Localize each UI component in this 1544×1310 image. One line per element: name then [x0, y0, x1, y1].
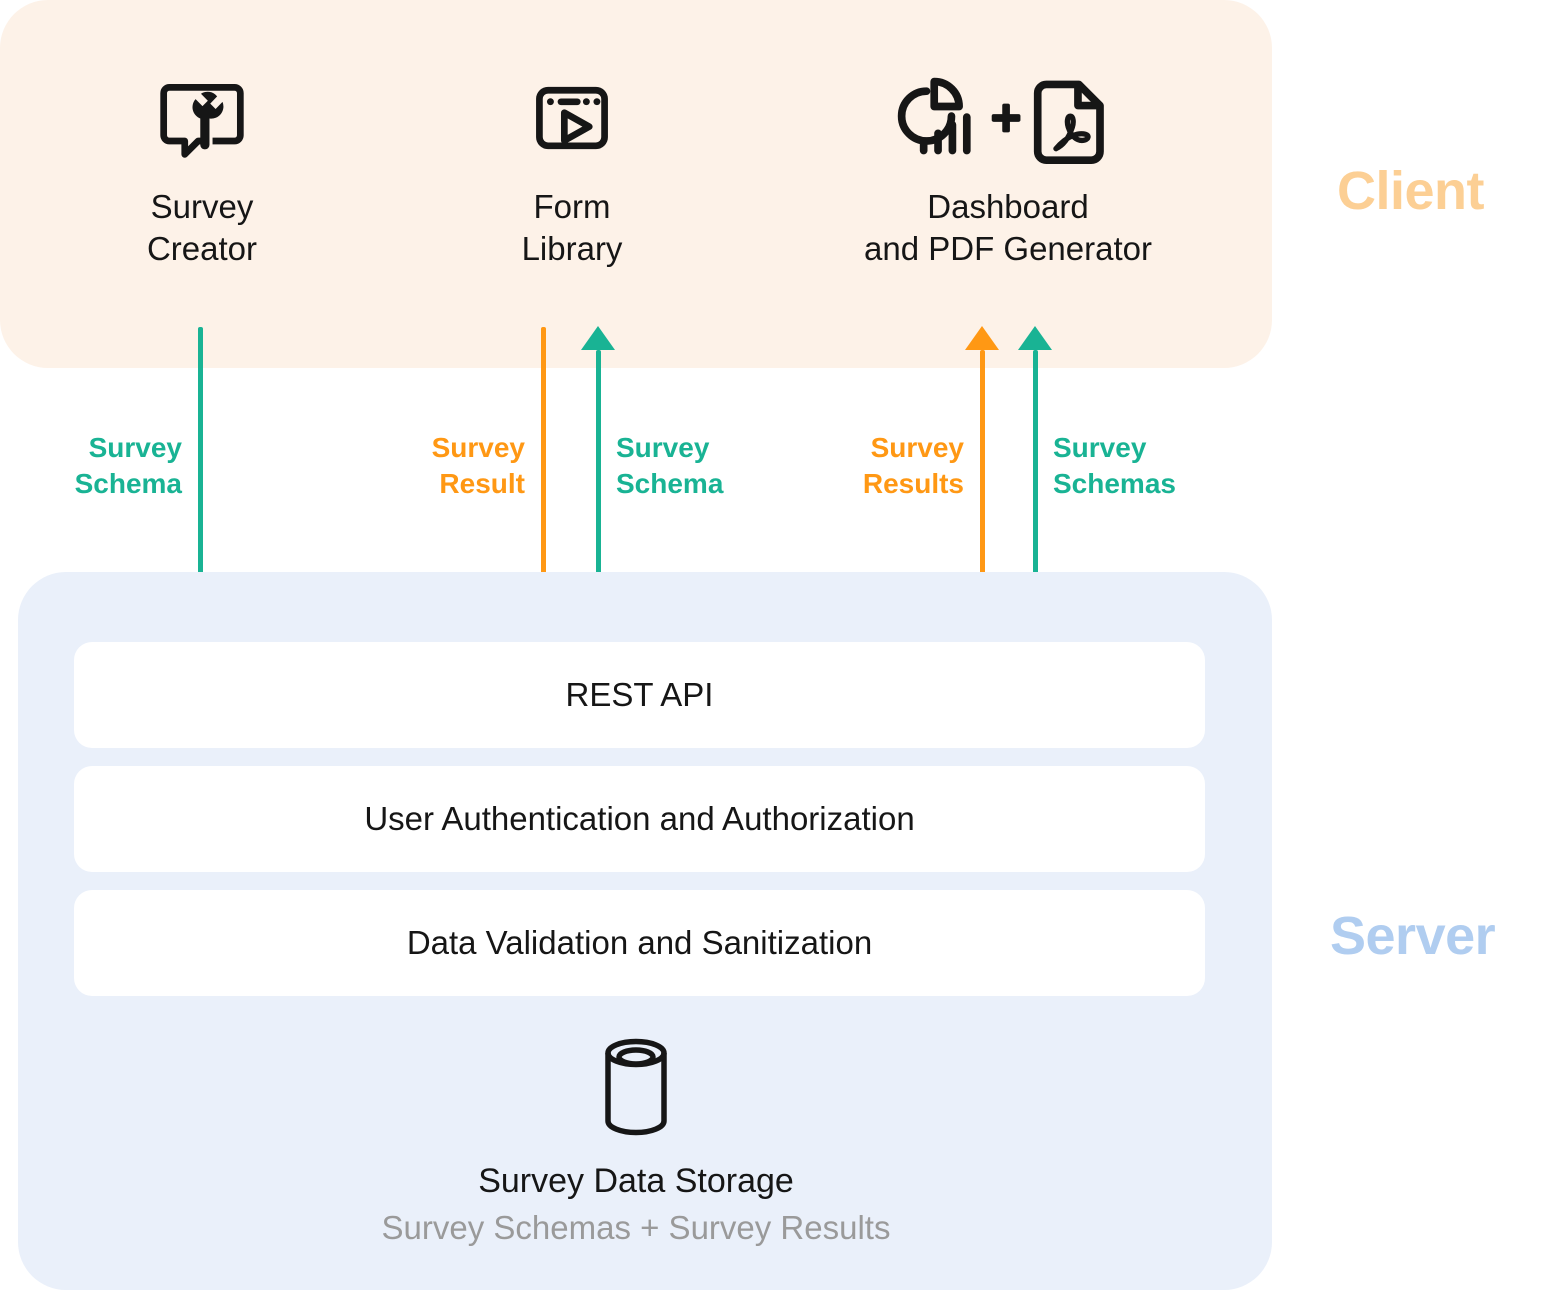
flow-label-formlib-schema: Survey Schema — [616, 432, 724, 499]
client-node-survey-creator[interactable]: Survey Creator — [62, 72, 342, 270]
server-layer-rest-api[interactable]: REST API — [74, 642, 1205, 748]
server-zone-title: Server — [1330, 906, 1496, 966]
flow-label-formlib-result: Survey Result — [431, 432, 525, 499]
server-layer-label: REST API — [565, 676, 714, 713]
client-node-form-library[interactable]: Form Library — [432, 72, 712, 270]
client-zone-panel — [0, 0, 1272, 368]
flow-label-dashboard-schemas: Survey Schemas — [1053, 432, 1176, 499]
storage-subtitle: Survey Schemas + Survey Results — [381, 1209, 891, 1246]
flow-label-creator-schema: Survey Schema — [74, 432, 182, 499]
browser-play-icon — [526, 72, 618, 164]
server-layer-auth[interactable]: User Authentication and Authorization — [74, 766, 1205, 872]
client-zone-title: Client — [1337, 161, 1485, 221]
client-node-dashboard-pdf[interactable]: Dashboard and PDF Generator — [800, 72, 1216, 270]
flow-label-dashboard-results: Survey Results — [862, 432, 964, 499]
storage-title: Survey Data Storage — [478, 1162, 794, 1200]
survey-data-storage-block: Survey Data Storage Survey Schemas + Sur… — [0, 1035, 1272, 1247]
speech-bubble-wrench-icon — [156, 72, 248, 164]
server-layer-validation[interactable]: Data Validation and Sanitization — [74, 890, 1205, 996]
server-layer-label: User Authentication and Authorization — [364, 800, 915, 837]
database-cylinder-icon — [597, 1035, 675, 1144]
client-node-label: Form Library — [521, 188, 623, 268]
pie-bar-chart-plus-pdf-icon — [883, 72, 1133, 164]
server-layer-label: Data Validation and Sanitization — [406, 924, 873, 961]
client-node-label: Dashboard and PDF Generator — [864, 188, 1152, 268]
client-node-label: Survey Creator — [146, 188, 258, 268]
